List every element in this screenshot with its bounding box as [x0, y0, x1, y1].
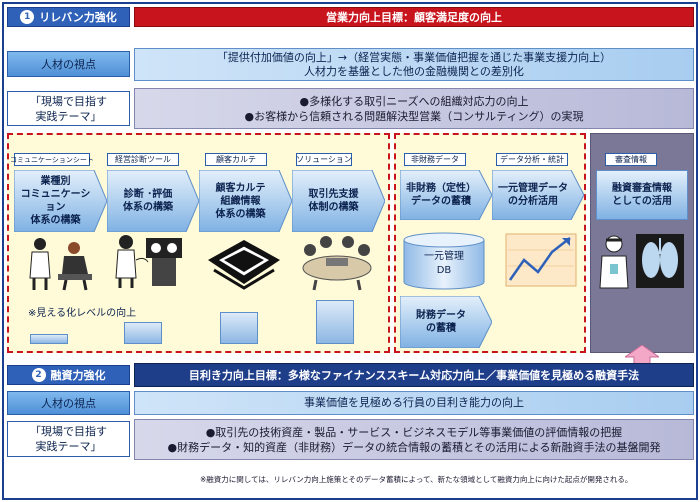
- arrow-shape: [292, 170, 385, 232]
- arrow-communication-l2: コミュニケーション: [20, 189, 91, 213]
- arrow-data-analysis-l2: の分析活用: [508, 196, 558, 207]
- arrow-financial-data-l2: の蓄積: [426, 323, 456, 334]
- section1-theme-line2: ●お客様から信頼される問題解決型営業（コンサルティング）の実現: [244, 109, 584, 123]
- database-label-line2: DB: [436, 265, 452, 276]
- visibility-step-3: [220, 312, 258, 344]
- section2-theme-text: ●取引先の技術資産・製品・サービス・ビジネスモデル等事業価値の評価情報の把握 ●…: [134, 419, 694, 460]
- visibility-step-2: [124, 322, 162, 344]
- footnote: ※融資力に関しては、リレバン力向上施策とそのデータ蓄積によって、新たな領域として…: [200, 475, 633, 484]
- arrow-communication: 業種別 コミュニケーション 体系の構築: [14, 170, 107, 232]
- arrow-financial-data-l1: 財務データ: [416, 310, 466, 321]
- tag-review-info: 審査情報: [605, 153, 657, 166]
- visibility-note: ※見える化レベルの向上: [28, 308, 137, 319]
- arrow-customer-chart-l1: 顧客カルテ: [215, 182, 266, 194]
- section2-theme-label-line1: 「現場で目指す: [30, 425, 107, 438]
- tag-communication-sheet: コミュニケーションシート: [10, 153, 94, 166]
- arrow-diagnosis: 診断 ･評価 体系の構築: [107, 170, 199, 232]
- arrow-solution-l1: 取引先支援: [308, 189, 359, 200]
- consultation-people-illustration: [29, 238, 92, 291]
- arrow-diagnosis-l1: 診断 ･評価: [123, 189, 173, 200]
- section1-perspective-label: 人材の視点: [7, 51, 130, 77]
- section2-theme-label-line2: 実践テーマ」: [35, 440, 102, 453]
- arrow-financial-data: 財務データ の蓄積: [400, 296, 492, 348]
- arrow-nonfinancial-l2: データの蓄積: [411, 196, 471, 207]
- section1-perspective-text: 「提供付加価値の向上」→（経営実態・事業価値把握を通じた事業支援力向上） 人材力…: [134, 48, 694, 81]
- arrow-shape: [14, 170, 107, 232]
- arrow-data-analysis: 一元管理データ の分析活用: [492, 170, 584, 220]
- section2-goal: 目利き力向上目標：多様なファイナンススキーム対応力向上／事業価値を見極める融資手…: [134, 363, 694, 387]
- section1-theme-line1: ●多様化する取引ニーズへの組織対応力の向上: [299, 94, 529, 108]
- analysis-chart-illustration: [505, 233, 577, 287]
- arrow-shape: [492, 170, 584, 220]
- section2-theme-label: 「現場で目指す 実践テーマ」: [7, 421, 130, 457]
- arrow-shape: [107, 170, 199, 232]
- section2-header: 2 融資力強化: [7, 365, 130, 385]
- section2-title: 融資力強化: [50, 369, 106, 382]
- arrow-nonfinancial: 非財務（定性） データの蓄積: [400, 170, 492, 220]
- arrow-shape: [400, 170, 492, 220]
- database-label-line1: 一元管理: [424, 251, 464, 262]
- medical-review-illustration: [599, 234, 684, 289]
- section1-theme-label-line2: 実践テーマ」: [35, 109, 102, 123]
- tag-solution: ソリューション: [296, 153, 352, 166]
- section2-number: 2: [31, 368, 46, 382]
- box-review-info-l1: 融資審査情報: [612, 183, 672, 194]
- database-label: 一元管理 DB: [402, 244, 486, 284]
- arrow-customer-chart-l2: 組織情報: [220, 195, 261, 207]
- meeting-group-illustration: [302, 236, 372, 291]
- section1-header: 1 リレバン力強化: [7, 7, 130, 27]
- arrow-shape: [400, 296, 492, 348]
- section1-theme-label: 「現場で目指す 実践テーマ」: [7, 91, 130, 126]
- section1-number: 1: [20, 10, 35, 24]
- section1-goal: 営業力向上目標：顧客満足度の向上: [134, 7, 694, 27]
- arrow-customer-chart: 顧客カルテ 組織情報 体系の構築: [199, 170, 292, 232]
- section2-theme-line2: ●財務データ・知的資産（非財務）データの統合情報の蓄積とその活用による新融資手法…: [167, 440, 661, 454]
- tag-nonfinancial-data: 非財務データ: [404, 153, 466, 166]
- arrow-shape: [199, 170, 292, 232]
- section1-perspective-line2: 人材力を基盤とした他の金融機関との差別化: [304, 64, 524, 78]
- section1-theme-label-line1: 「現場で目指す: [30, 94, 107, 108]
- arrow-solution-l2: 体制の構築: [308, 202, 359, 213]
- section1-perspective-line1: 「提供付加価値の向上」→（経営実態・事業価値把握を通じた事業支援力向上）: [216, 50, 612, 64]
- section2-theme-line1: ●取引先の技術資産・製品・サービス・ビジネスモデル等事業価値の評価情報の把握: [205, 425, 623, 439]
- arrow-communication-l1: 業種別: [40, 176, 71, 187]
- diagnosis-equipment-illustration: [115, 235, 182, 288]
- upward-arrow: [625, 345, 659, 367]
- box-shape: [596, 170, 688, 220]
- section2-perspective-label: 人材の視点: [7, 391, 130, 415]
- arrow-customer-chart-l3: 体系の構築: [215, 208, 266, 220]
- tag-data-analysis: データ分析・統計: [496, 153, 568, 166]
- section2-perspective-text: 事業価値を見極める行員の目利き能力の向上: [134, 391, 694, 415]
- database-cylinder-shape: [403, 232, 485, 290]
- tag-diagnosis-tool: 経営診断ツール: [107, 153, 179, 166]
- visibility-step-1: [30, 334, 68, 344]
- arrow-nonfinancial-l1: 非財務（定性）: [406, 183, 476, 194]
- visibility-step-4: [316, 300, 354, 344]
- section1-theme-text: ●多様化する取引ニーズへの組織対応力の向上 ●お客様から信頼される問題解決型営業…: [134, 88, 694, 129]
- arrow-solution: 取引先支援 体制の構築: [292, 170, 385, 232]
- arrow-communication-l3: 体系の構築: [30, 215, 81, 226]
- box-review-info-l2: としての活用: [612, 196, 672, 207]
- arrow-diagnosis-l2: 体系の構築: [123, 202, 173, 213]
- customer-files-illustration: [208, 240, 280, 290]
- arrow-data-analysis-l1: 一元管理データ: [498, 183, 568, 194]
- tag-customer-chart: 顧客カルテ: [205, 153, 267, 166]
- box-review-info: 融資審査情報 としての活用: [596, 170, 688, 220]
- section1-title: リレバン力強化: [39, 11, 117, 24]
